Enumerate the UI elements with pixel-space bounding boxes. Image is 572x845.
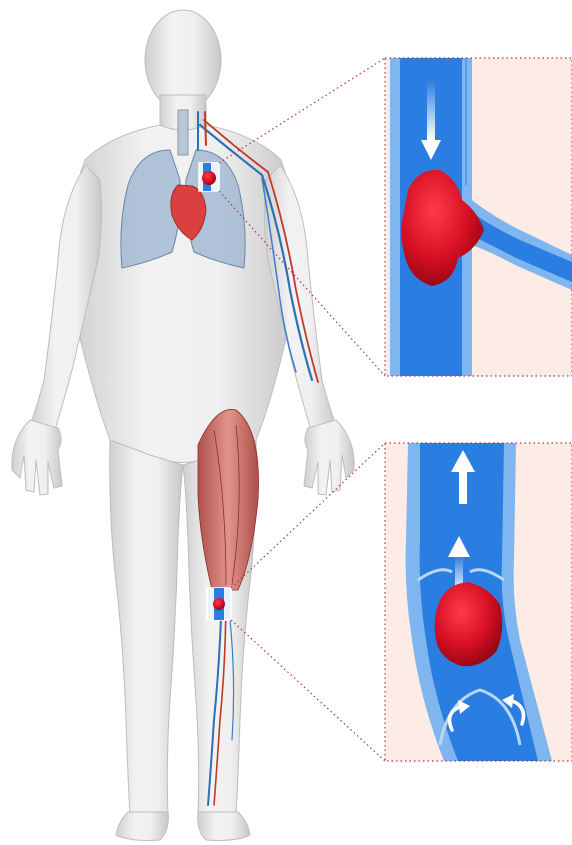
lung-detail-panel [385, 58, 572, 376]
left-foot [116, 812, 168, 840]
right-hand [304, 420, 354, 495]
left-leg [110, 440, 183, 815]
trachea [178, 110, 188, 155]
right-foot [198, 812, 250, 840]
leg-clot-marker [207, 588, 231, 620]
leg-vein-detail-panel [385, 443, 572, 761]
lung-clot-marker [199, 163, 219, 191]
left-hand [12, 420, 62, 495]
